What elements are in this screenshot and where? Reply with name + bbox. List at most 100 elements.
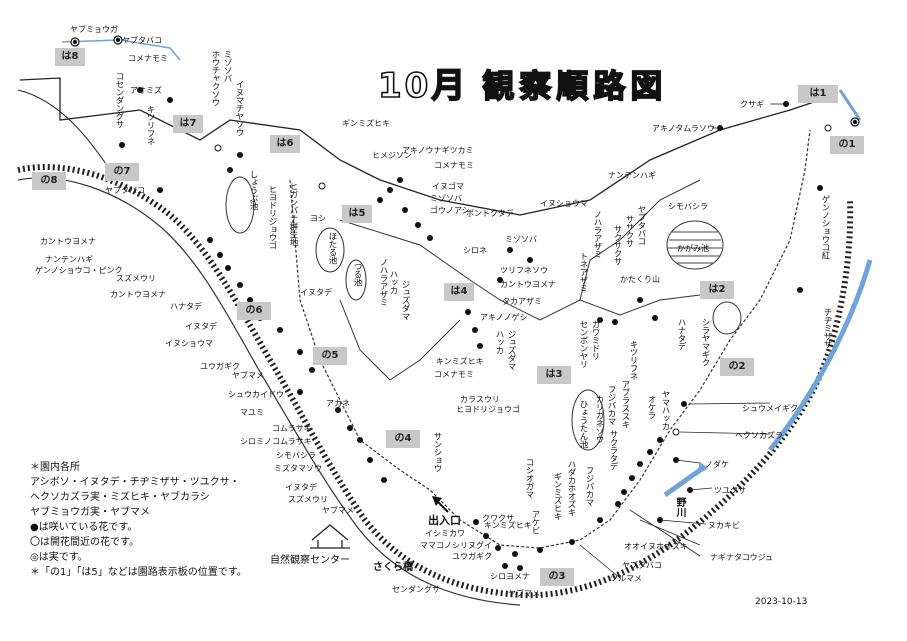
label-kosiogama: コシオガマ (524, 458, 534, 498)
label-kitsurifune2: キツリフネ (628, 340, 638, 380)
label-ginmizuhiki: ギンミズヒキ (342, 119, 390, 128)
label-kuwakusa: クワクサ (482, 514, 514, 523)
leader-lines (579, 103, 786, 579)
label-shuukaidou: シュウカイドウ (228, 390, 284, 399)
signpost-no3: の3 (540, 568, 574, 586)
trail-top-blue (61, 39, 181, 61)
label-shuumeigiku: シュウメイギク (742, 404, 798, 413)
label-nukakibi: ヌカキビ (708, 521, 740, 530)
label-yuzudama2: ジュズダマ (506, 330, 516, 370)
label-akinounagitsukami: アキノウナギツカミ (402, 146, 474, 155)
label-tsurifuneso: ツリフネソウ (500, 266, 548, 275)
label-tsurumame: ツルマメ (610, 574, 642, 583)
label-hakka2: ハッカ (494, 330, 504, 354)
label-kinmizuhiki: キンミズヒキ (436, 357, 484, 366)
shoubu-pond (225, 176, 255, 234)
park-edge-left (17, 89, 111, 171)
label-tsuyukusa2: ツユクサ (714, 486, 746, 495)
hyotan-pond (571, 389, 605, 451)
label-pontokutade: ポントクタデ (466, 209, 514, 218)
label-sendangusa: センダングサ (392, 585, 440, 594)
label-hyotan-pond: ひょうたん池 (578, 400, 588, 448)
legend-line: ＊「の1」「は5」などは園路表示板の位置です。 (30, 567, 247, 578)
label-yuzudama: ジュズダマ (400, 280, 410, 320)
kagami-pond (666, 220, 724, 270)
hotaru-pond (315, 227, 345, 273)
label-kantouyomena2: カントウヨメナ (110, 290, 166, 299)
label-yabutabako2: ヤブタバコ (105, 186, 145, 195)
river-label: 野川 (674, 497, 685, 517)
label-yabumame3: ヤブマメ (508, 589, 540, 598)
label-kitsurifune: キツリフネ (145, 105, 155, 145)
label-shirasagi: サクサクサ (612, 225, 622, 265)
label-hill: かたくり山 (620, 275, 660, 284)
label-akane: アカネ (326, 399, 350, 408)
signpost-ha8: は8 (55, 48, 85, 66)
nogawa-river-top (838, 89, 862, 121)
label-yabumyouga: ヤブミョウガ (70, 25, 118, 34)
label-aomizu: アオミズ (130, 86, 162, 95)
label-inutade: イヌタデ (185, 322, 217, 331)
title-month: 10月 (377, 65, 469, 107)
label-houchakusou: ホウチャクソウ (210, 50, 220, 106)
label-fujibakama: フジバカマ (606, 385, 616, 425)
label-yabutabako: ヤブタバコ (122, 36, 162, 45)
legend-line: ●は咲いている花です。 (30, 522, 138, 533)
label-aburasusuki: アブラススキ (620, 380, 630, 428)
label-yamachaso: イヌマチヤソウ (234, 80, 244, 136)
label-sasakusa: ササクサ (624, 215, 634, 247)
label-inutade-center: イヌタデ (300, 288, 332, 297)
label-yuugagiku2: ユウガギク (452, 552, 492, 561)
label-tonenazami: トネアザミ (578, 252, 588, 292)
signpost-no8: の8 (32, 172, 66, 190)
label-shirayamagiku: シラヤマギク (700, 318, 710, 366)
label-yoshi: ヨシ (310, 214, 326, 223)
label-shiromikomurasaki: シロミノコムラサキ (240, 437, 312, 446)
label-takaazami: タカアザミ (502, 297, 542, 306)
title-main: 観察順路図 (482, 66, 668, 106)
label-mamakonoshirinugui: ママコノシリヌグイ (420, 541, 492, 550)
map-title: 10月観察順路図 (377, 58, 668, 107)
label-komenamomi2: コメナモミ (434, 161, 474, 170)
label-akebi: アケビ (530, 510, 540, 534)
label-inushouma2: イヌショウマ (540, 199, 588, 208)
label-ginmizuhiki2: ギンミズヒキ (552, 472, 562, 520)
label-himejion: ヒメジソン (372, 151, 412, 160)
label-shoubu-pond: しょうぶ池 (248, 170, 258, 210)
label-kagami-pond: かがみ池 (677, 244, 709, 253)
legend-line: ◎は実です。 (30, 552, 88, 563)
signpost-no7: の7 (105, 163, 139, 181)
label-fujibakama2: フジバカマ (584, 466, 594, 506)
label-sanshouso: サンショウ (432, 432, 442, 472)
label-mizosoba2: ミゾソバ (430, 194, 462, 203)
label-mizumatsu: ミズタマソウ (274, 464, 322, 473)
fruit-markers (70, 35, 860, 127)
nature-center-label: 自然観察センター (270, 555, 350, 566)
label-naginatakouju: ナギナタコウジュ (710, 553, 774, 562)
map-date: 2023-10-13 (755, 597, 808, 607)
legend-line: ヘクソカズラ実・ミズヒキ・ヤブカラシ (30, 492, 210, 503)
legend: ＊園内各所 アシボソ・イヌタデ・チヂミザサ・ツユクサ・ ヘクソカズラ実・ミズヒキ… (30, 460, 247, 580)
label-colony: ヒガンバナ群生地 (288, 182, 298, 246)
label-hiyodorijougo: ヒヨドリジョウゴ (456, 405, 520, 414)
label-shirone: シロネ (463, 246, 487, 255)
central-trail (339, 299, 461, 381)
label-yabumame: ヤブマメ (232, 371, 264, 380)
label-komenamomi: コメナモミ (128, 54, 168, 63)
label-kounoashi: ゴウノアシ (430, 206, 470, 215)
park-boundary-inner (17, 177, 521, 606)
park-boundary-outer (17, 164, 854, 599)
label-hotaru-pond: ほたる池 (327, 232, 337, 264)
nogawa-river (768, 259, 873, 452)
label-akinotamurasou: アキノタムラソウ (652, 124, 715, 133)
signpost-ha6: は6 (270, 135, 300, 153)
signpost-ha4: は4 (444, 283, 474, 301)
bud-markers (214, 124, 832, 436)
label-nantenhagi: ナンテンハギ (45, 255, 93, 264)
label-mizosoba: ミゾソバ (222, 50, 232, 82)
main-trail (289, 129, 811, 549)
label-yabutabako-v: ヤブタバコ (636, 205, 646, 245)
label-akinonogeshi: アキノノゲシ (480, 313, 528, 322)
label-genshouko: ゲンノショウコ・ピンク (35, 266, 123, 275)
